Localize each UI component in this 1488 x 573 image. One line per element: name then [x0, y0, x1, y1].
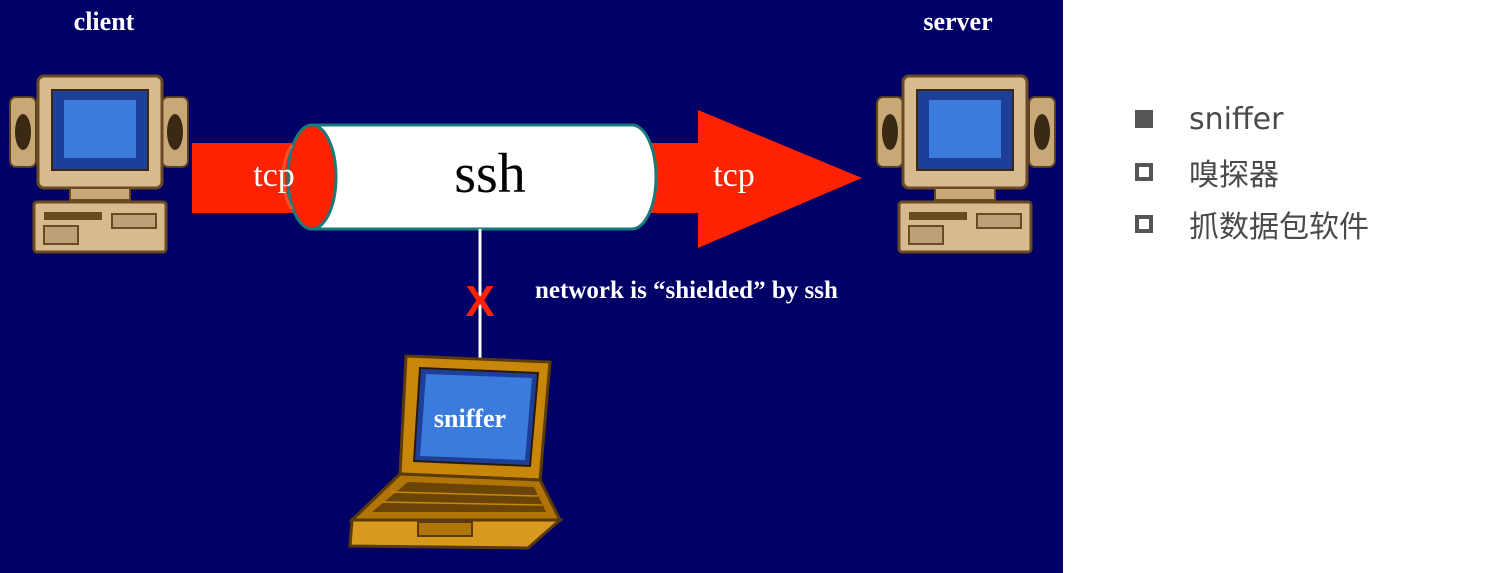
client-label: client: [74, 7, 135, 36]
sniffer-laptop-icon: [348, 354, 564, 550]
bullet-list-panel: sniffer 嗅探器 抓数据包软件: [1063, 0, 1488, 573]
ssh-diagram-panel: client server: [0, 0, 1063, 573]
blocked-x-icon: X: [465, 277, 494, 326]
hollow-square-bullet-icon: [1135, 215, 1153, 233]
bullet-item-sniffer: sniffer: [1135, 99, 1283, 139]
shield-note: network is “shielded” by ssh: [535, 277, 838, 304]
bullet-item-packet-capture: 抓数据包软件: [1135, 204, 1369, 245]
hollow-square-bullet-icon: [1135, 163, 1153, 181]
bullet-text: sniffer: [1189, 101, 1284, 137]
bullet-text: 抓数据包软件: [1189, 210, 1369, 245]
ssh-tunnel: [281, 123, 658, 231]
server-label: server: [923, 7, 992, 36]
tcp-left-label: tcp: [253, 157, 295, 194]
ssh-diagram: client server: [9, 7, 1056, 550]
server-computer-icon: [876, 74, 1056, 254]
tcp-right-label: tcp: [713, 157, 755, 194]
bullet-text: 嗅探器: [1189, 158, 1279, 193]
sniffer-screen-label: sniffer: [434, 404, 506, 433]
filled-square-bullet-icon: [1135, 110, 1153, 128]
ssh-tunnel-label: ssh: [454, 143, 526, 205]
client-computer-icon: [9, 74, 189, 254]
bullet-item-sniffer-cn: 嗅探器: [1135, 152, 1279, 193]
